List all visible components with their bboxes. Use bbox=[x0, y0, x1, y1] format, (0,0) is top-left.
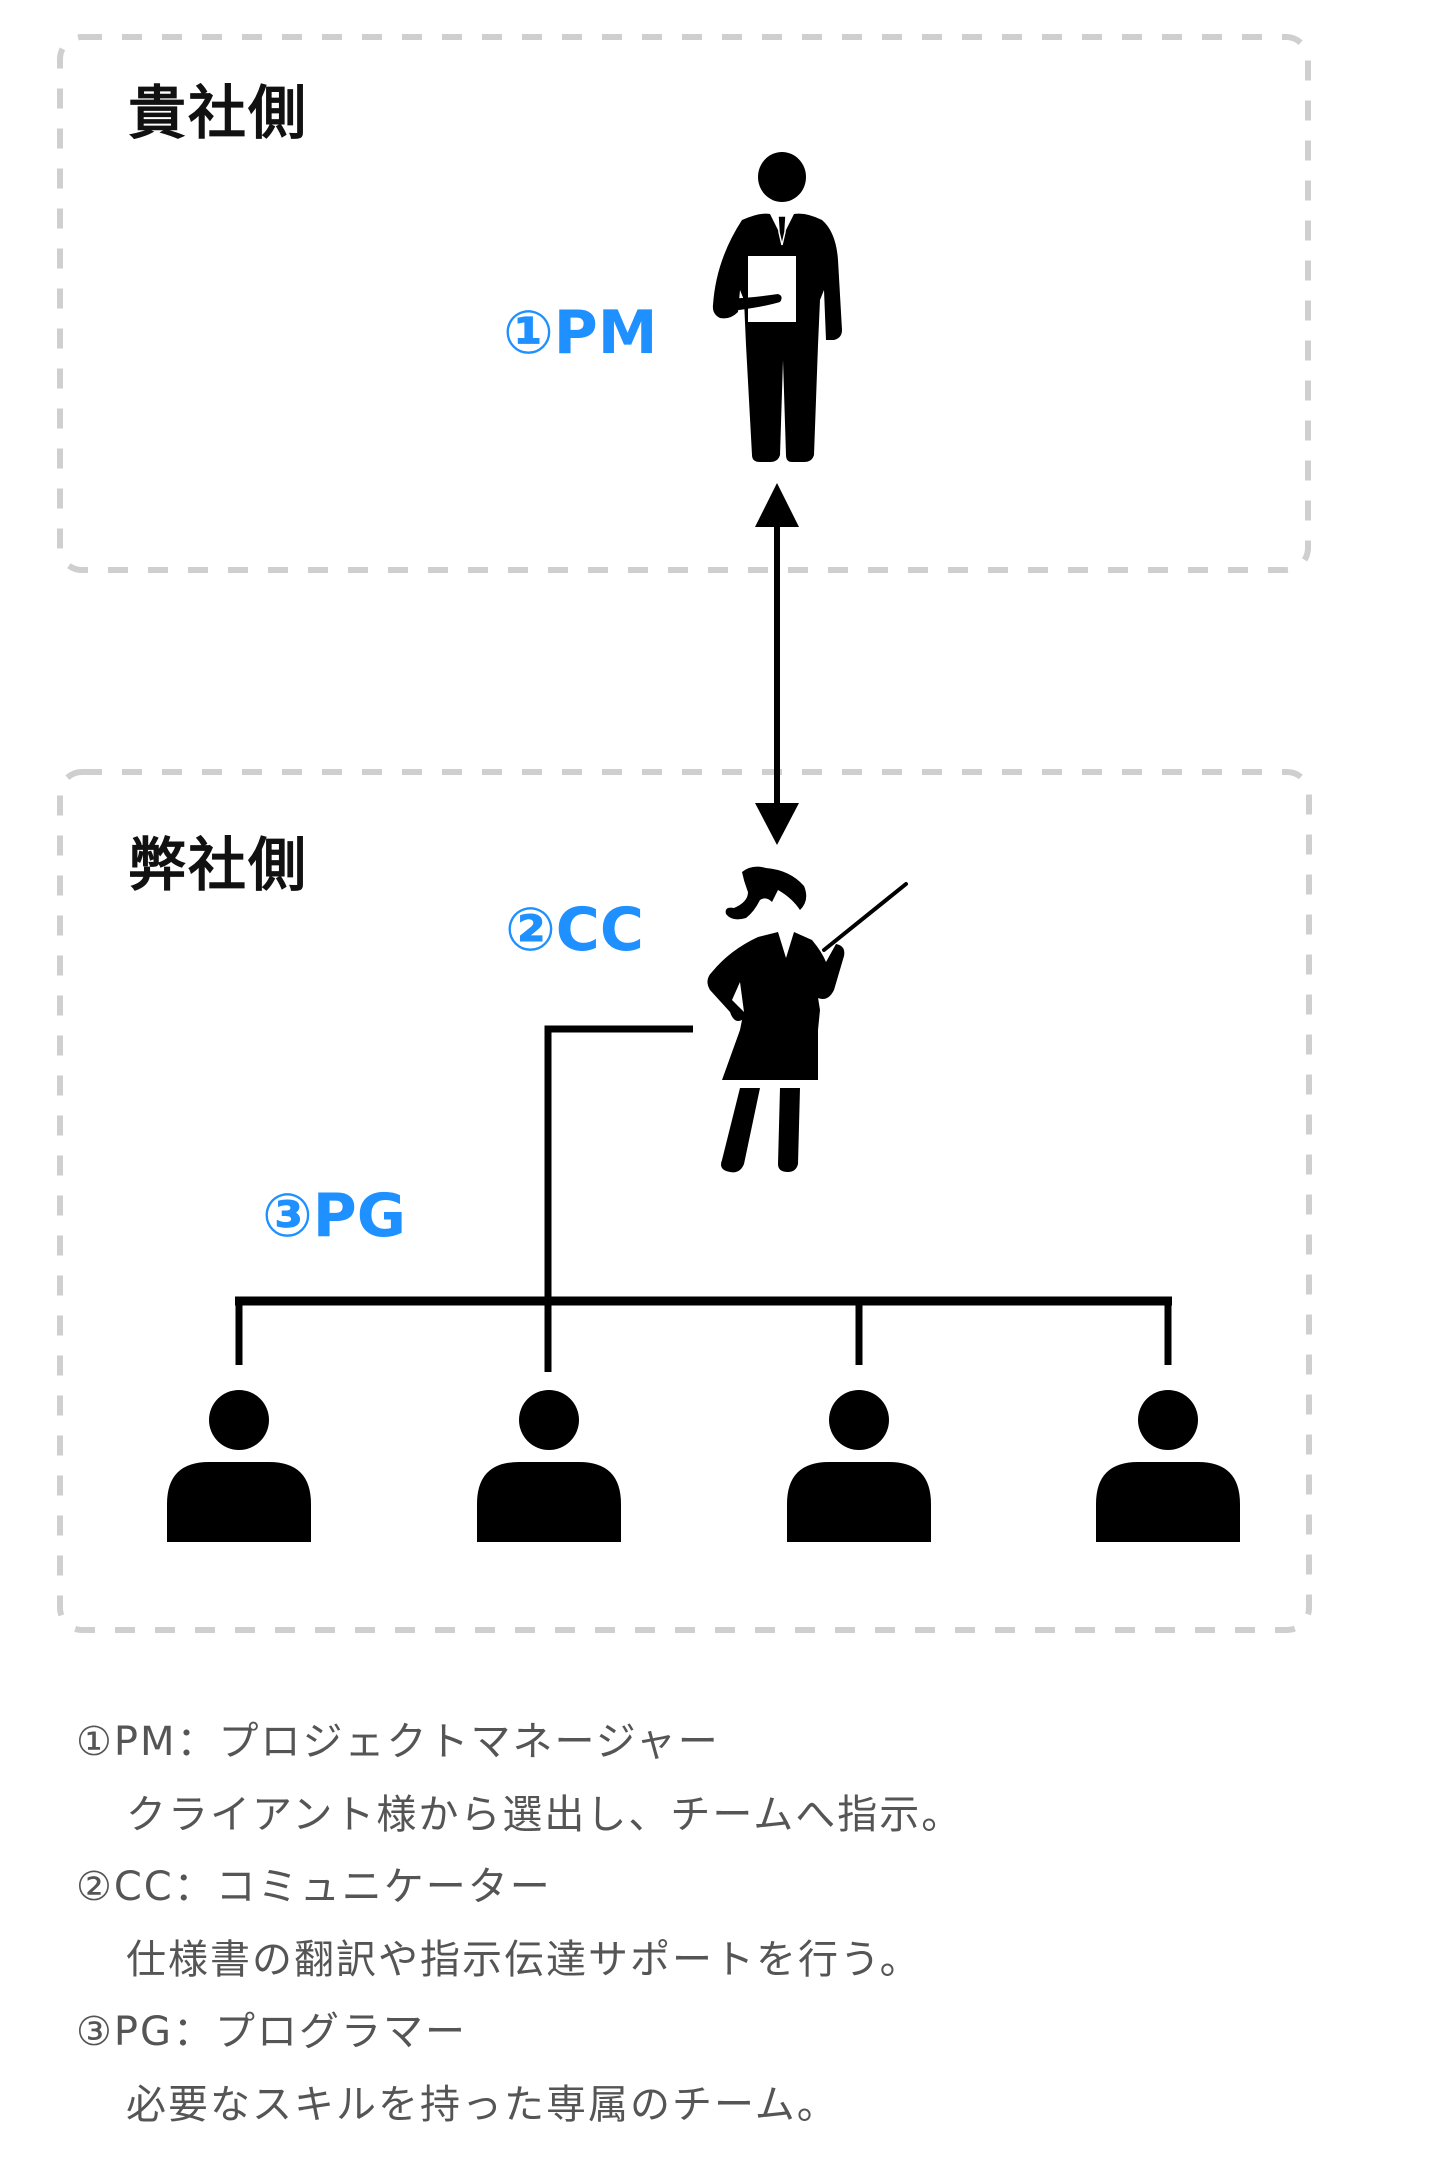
person-body bbox=[167, 1462, 311, 1542]
programmer-team bbox=[167, 1390, 1240, 1542]
bidirectional-arrow bbox=[755, 483, 799, 845]
legend-cc-description: 仕様書の翻訳や指示伝達サポートを行う。 bbox=[126, 1936, 922, 1983]
businessman-with-clipboard-icon bbox=[712, 152, 842, 462]
person-head bbox=[829, 1390, 889, 1450]
cc-role-label: ②CC bbox=[505, 895, 644, 965]
legend-pm-title: ①PM：プロジェクトマネージャー bbox=[76, 1719, 720, 1765]
person-head bbox=[209, 1390, 269, 1450]
person-icon bbox=[167, 1390, 311, 1542]
client-side-box bbox=[57, 34, 1311, 573]
our-side-heading: 弊社側 bbox=[128, 831, 309, 899]
person-body bbox=[787, 1462, 931, 1542]
legend-cc-title: ②CC：コミュニケーター bbox=[76, 1864, 552, 1910]
legend-pg-description: 必要なスキルを持った専属のチーム。 bbox=[126, 2081, 839, 2128]
woman-with-pointer-icon bbox=[707, 866, 908, 1173]
person-icon bbox=[477, 1390, 621, 1542]
legend-pg-title: ③PG：プログラマー bbox=[76, 2009, 467, 2055]
person-body bbox=[477, 1462, 621, 1542]
pg-role-label: ③PG bbox=[262, 1181, 407, 1251]
person-head bbox=[519, 1390, 579, 1450]
person-head bbox=[1138, 1390, 1198, 1450]
legend-pm-description: クライアント様から選出し、チームへ指示。 bbox=[126, 1791, 964, 1838]
person-icon bbox=[1096, 1390, 1240, 1542]
role-legend: ①PM：プロジェクトマネージャー クライアント様から選出し、チームへ指示。 ②C… bbox=[76, 1706, 963, 2141]
client-side-heading: 貴社側 bbox=[128, 79, 309, 147]
our-side-box bbox=[57, 769, 1312, 1633]
person-body bbox=[1096, 1462, 1240, 1542]
org-connector bbox=[235, 1025, 1172, 1372]
person-icon bbox=[787, 1390, 931, 1542]
pm-role-label: ①PM bbox=[503, 298, 658, 368]
